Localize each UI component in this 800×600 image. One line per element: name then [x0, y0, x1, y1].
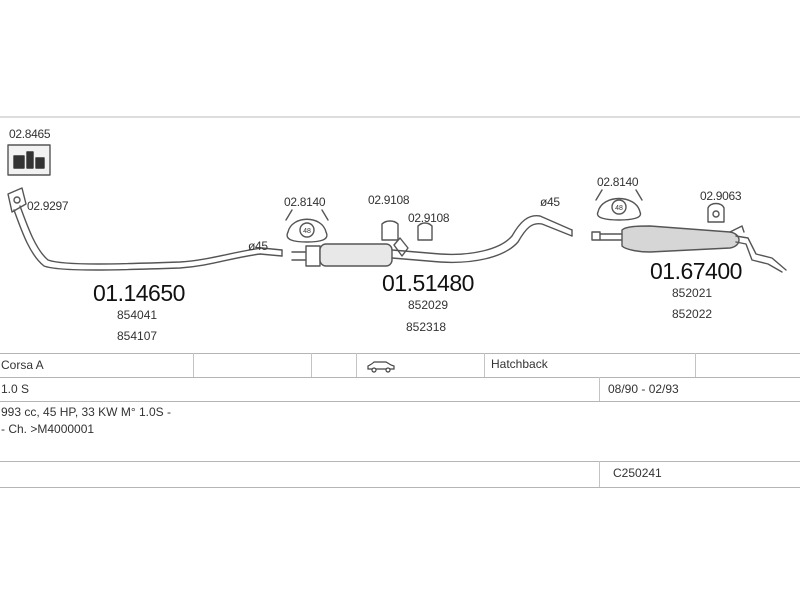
table-divider: [695, 353, 696, 377]
table-rule: [0, 461, 800, 462]
middle-muffler: [291, 215, 573, 267]
table-divider: [599, 377, 600, 401]
middle-clip-label: 02.9108: [368, 193, 410, 207]
middle-mount-label: 02.8140: [284, 195, 326, 209]
middle-muffler-ref-1: 852029: [408, 298, 449, 312]
front-pipe-ref-1: 854041: [117, 308, 158, 322]
rear-muffler-number: 01.67400: [650, 258, 742, 284]
mount-center-label-2: 48: [615, 205, 623, 212]
table-divider: [484, 353, 485, 377]
table-divider: [599, 461, 600, 487]
middle-clip-label-2: 02.9108: [408, 211, 450, 225]
table-divider: [356, 353, 357, 377]
rear-clip-icon: [707, 202, 725, 223]
middle-muffler-number: 01.51480: [382, 270, 474, 296]
rear-muffler-ref-1: 852021: [672, 286, 713, 300]
table-divider: [311, 353, 312, 377]
middle-muffler-ref-2: 852318: [406, 320, 447, 334]
middle-muffler-diameter: ø45: [540, 195, 560, 209]
front-pipe: [7, 187, 283, 271]
table-rule: [0, 401, 800, 402]
mount-center-label: 48: [303, 228, 311, 235]
vehicle-code: C250241: [613, 466, 662, 480]
vehicle-chassis: - Ch. >M4000001: [1, 422, 95, 436]
front-pipe-number: 01.14650: [93, 280, 185, 306]
exhaust-drawing: 48 48: [0, 116, 800, 273]
front-pipe-diameter: ø45: [248, 239, 268, 253]
vehicle-model: Corsa A: [1, 358, 44, 372]
table-divider: [193, 353, 194, 377]
table-rule: [0, 487, 800, 488]
vehicle-spec: 993 cc, 45 HP, 33 KW M° 1.0S -: [1, 405, 171, 419]
rear-mount-icon: [595, 189, 643, 221]
rear-muffler: [591, 225, 787, 273]
middle-mount-icon: [285, 209, 329, 243]
rear-mount-label: 02.8140: [597, 175, 639, 189]
middle-clip-icon: [381, 220, 399, 241]
vehicle-engine: 1.0 S: [1, 382, 30, 396]
kit-box-label: 02.8465: [9, 127, 51, 141]
table-rule: [0, 353, 800, 354]
clamp-front-label: 02.9297: [27, 199, 69, 213]
front-pipe-ref-2: 854107: [117, 329, 158, 343]
rear-clip-label: 02.9063: [700, 189, 742, 203]
vehicle-body: Hatchback: [491, 357, 548, 371]
rear-muffler-ref-2: 852022: [672, 307, 713, 321]
kit-box-icon: [7, 144, 51, 176]
middle-clip-icon-2: [417, 222, 433, 241]
exhaust-diagram: 48 48 02.8465 02.9297 ø45 01.14650 85404…: [0, 116, 800, 343]
vehicle-period: 08/90 - 02/93: [608, 382, 679, 396]
car-icon: [366, 359, 396, 378]
table-rule: [0, 377, 800, 378]
